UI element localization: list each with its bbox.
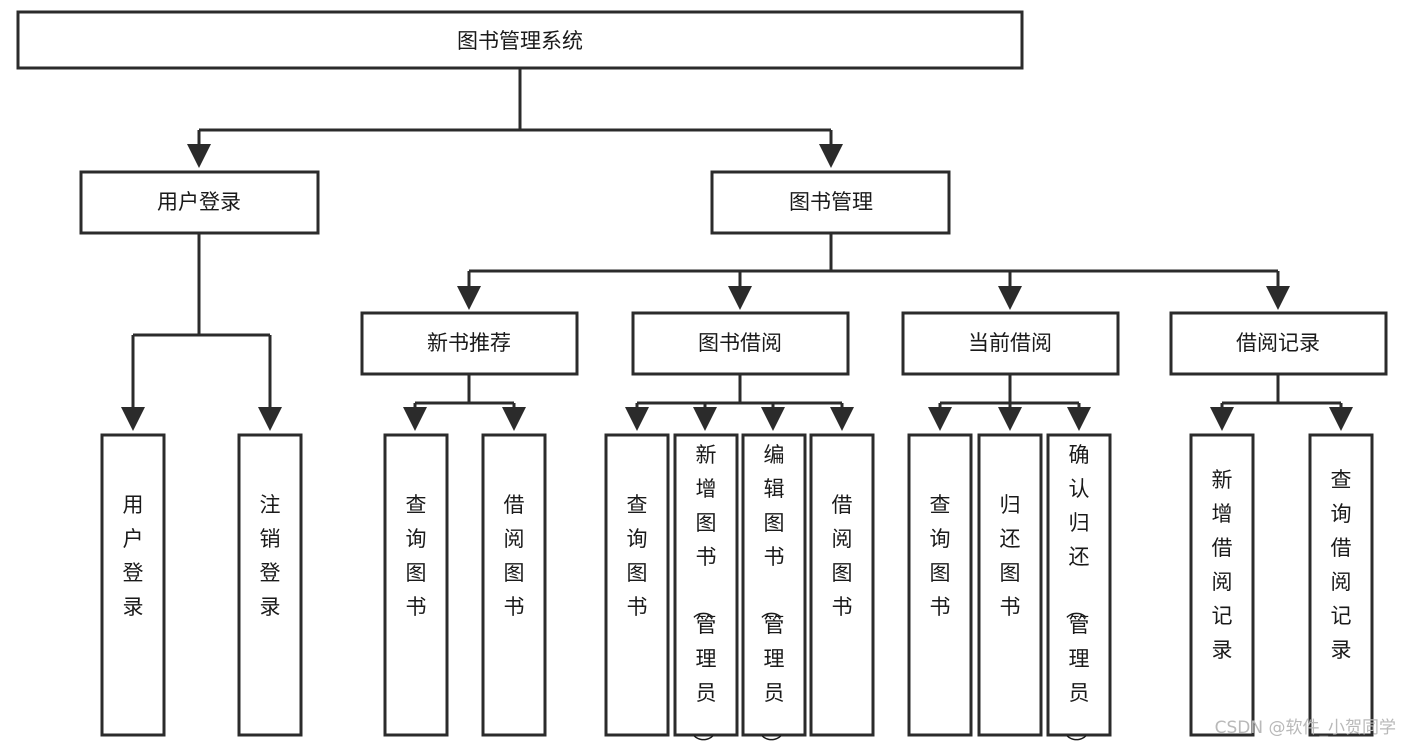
leaf-borrow-book-1-box	[481, 433, 547, 737]
node-book-borrow[interactable]: 图书借阅	[631, 311, 850, 376]
node-book-manage-label: 图书管理	[789, 190, 873, 214]
leaf-edit-book[interactable]: 编辑图书（管理员）	[741, 433, 807, 747]
node-current-borrow-box	[901, 311, 1120, 376]
leaf-query-record-label: 查询借阅记录	[1331, 468, 1352, 662]
leaf-query-book-3-label: 查询图书	[930, 493, 951, 619]
leaf-query-book-3-box	[907, 433, 973, 737]
node-new-book-recommend-label: 新书推荐	[427, 331, 511, 355]
leaf-logout-login-box	[237, 433, 303, 737]
leaf-query-book-2-label: 查询图书	[627, 493, 648, 619]
csdn-watermark: CSDN @软件_小贺同学	[1215, 718, 1396, 738]
node-borrow-record-box	[1169, 311, 1388, 376]
leaf-logout-login-label: 注销登录	[260, 493, 281, 619]
leaf-return-book[interactable]: 归还图书	[977, 433, 1043, 737]
leaf-query-book-3[interactable]: 查询图书	[907, 433, 973, 737]
node-current-borrow-label: 当前借阅	[968, 331, 1052, 355]
leaf-nodes: 用户登录 注销登录 查询图书 借阅图书 查询图书 新增图书（管理员） 编辑图书（…	[100, 433, 1374, 747]
node-root[interactable]: 图书管理系统	[16, 10, 1024, 70]
leaf-return-book-box	[977, 433, 1043, 737]
leaf-query-book-2[interactable]: 查询图书	[604, 433, 670, 737]
leaf-query-book-2-box	[604, 433, 670, 737]
leaf-confirm-return-box	[1046, 433, 1112, 737]
connectors	[121, 68, 1353, 431]
leaf-borrow-book-1-label: 借阅图书	[504, 493, 525, 619]
leaf-user-login[interactable]: 用户登录	[100, 433, 166, 737]
leaf-query-record[interactable]: 查询借阅记录	[1308, 433, 1374, 737]
leaf-query-book-1[interactable]: 查询图书	[383, 433, 449, 737]
leaf-user-login-label: 用户登录	[123, 493, 144, 619]
node-user-login[interactable]: 用户登录	[79, 170, 320, 235]
node-book-manage-box	[710, 170, 951, 235]
leaf-add-record-box	[1189, 433, 1255, 737]
leaf-borrow-book-2[interactable]: 借阅图书	[809, 433, 875, 737]
leaf-borrow-book-1[interactable]: 借阅图书	[481, 433, 547, 737]
node-borrow-record-label: 借阅记录	[1236, 331, 1320, 355]
leaf-confirm-return[interactable]: 确认归还（管理员）	[1046, 433, 1112, 747]
leaf-query-book-1-box	[383, 433, 449, 737]
leaf-add-book-label: 新增图书（管理员）	[691, 443, 717, 747]
leaf-return-book-label: 归还图书	[1000, 493, 1021, 619]
leaf-edit-book-box	[741, 433, 807, 737]
leaf-user-login-box	[100, 433, 166, 737]
node-user-login-label: 用户登录	[157, 190, 241, 214]
node-book-manage[interactable]: 图书管理	[710, 170, 951, 235]
leaf-query-record-box	[1308, 433, 1374, 737]
node-user-login-box	[79, 170, 320, 235]
leaf-logout-login[interactable]: 注销登录	[237, 433, 303, 737]
node-current-borrow[interactable]: 当前借阅	[901, 311, 1120, 376]
node-book-borrow-label: 图书借阅	[698, 331, 782, 355]
leaf-add-book[interactable]: 新增图书（管理员）	[673, 433, 739, 747]
leaf-confirm-return-label: 确认归还（管理员）	[1064, 443, 1090, 747]
leaf-borrow-book-2-label: 借阅图书	[832, 493, 853, 619]
node-book-borrow-box	[631, 311, 850, 376]
leaf-query-book-1-label: 查询图书	[406, 493, 427, 619]
node-borrow-record[interactable]: 借阅记录	[1169, 311, 1388, 376]
node-new-book-recommend-box	[360, 311, 579, 376]
leaf-add-record-label: 新增借阅记录	[1212, 468, 1233, 662]
leaf-borrow-book-2-box	[809, 433, 875, 737]
node-new-book-recommend[interactable]: 新书推荐	[360, 311, 579, 376]
node-root-label: 图书管理系统	[457, 29, 583, 53]
node-root-box	[16, 10, 1024, 70]
leaf-edit-book-label: 编辑图书（管理员）	[759, 443, 785, 747]
leaf-add-record[interactable]: 新增借阅记录	[1189, 433, 1255, 737]
leaf-add-book-box	[673, 433, 739, 737]
